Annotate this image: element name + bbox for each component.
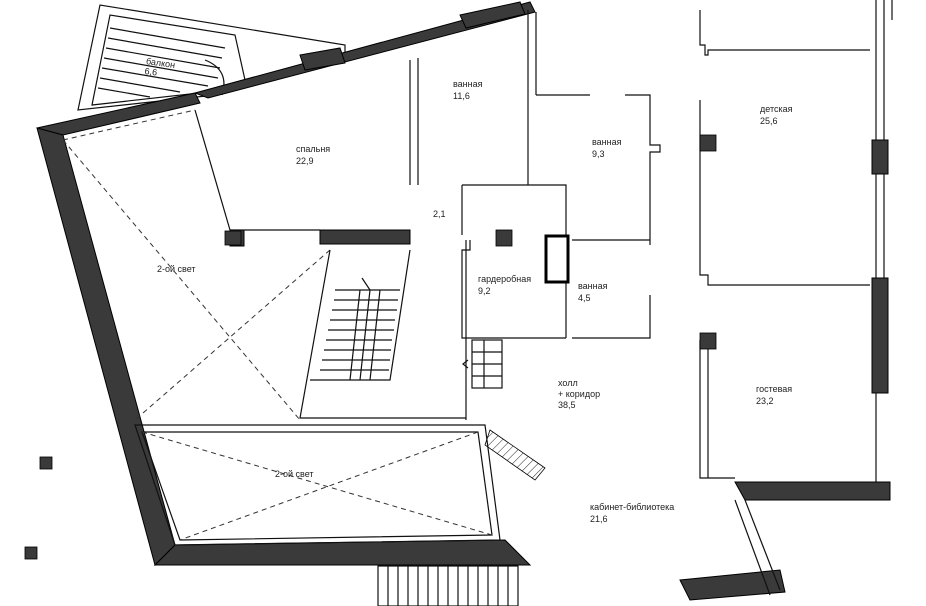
void-upper	[62, 109, 331, 421]
label-hall-area: 38,5	[558, 400, 576, 410]
label-passage-area: 2,1	[433, 209, 446, 219]
bedroom-west-partition	[194, 109, 320, 231]
void-lower-inner	[141, 431, 493, 541]
columns	[24, 134, 717, 560]
wardrobe-north-partition	[462, 184, 567, 240]
void-upper-diagonal-2	[134, 249, 331, 421]
library-east-wall-inner	[744, 499, 781, 591]
label-guest-name: гостевая	[756, 384, 792, 394]
void-upper-edge	[62, 109, 196, 141]
north-wall	[193, 1, 536, 99]
hall-steps-arrow	[462, 359, 469, 369]
staircase	[299, 249, 466, 419]
nursery-west-partition	[699, 100, 870, 286]
east-wall-segment-2	[871, 277, 889, 394]
balcony-steps	[97, 27, 226, 98]
label-hall-name: холл	[558, 378, 578, 388]
bath3-south-partition	[572, 295, 651, 339]
outer-walls	[36, 1, 891, 601]
column-guest	[699, 332, 717, 350]
void-lower	[134, 424, 546, 546]
stair-arrow	[361, 277, 371, 291]
library-south-wall	[679, 569, 786, 601]
column-outside-2	[24, 546, 38, 560]
label-bath3-area: 4,5	[578, 293, 591, 303]
north-wall-block-right	[459, 1, 526, 29]
library-east-wall	[734, 499, 771, 596]
void-lower-outline	[134, 424, 501, 546]
column-nursery	[699, 134, 717, 152]
label-balcony-area: 6,6	[144, 66, 158, 78]
label-wardrobe-area: 9,2	[478, 286, 491, 296]
east-wall-segment-1	[871, 139, 889, 175]
void-lower-diagonal-2	[179, 431, 479, 541]
column-wardrobe	[495, 229, 513, 247]
label-bedroom-name: спальня	[296, 144, 330, 154]
column-outside-1	[39, 456, 53, 470]
label-wardrobe-name: гардеробная	[478, 274, 531, 284]
label-bath3-name: ванная	[578, 281, 608, 291]
void-lower-diagonal-1	[141, 431, 493, 536]
label-nursery-area: 25,6	[760, 116, 778, 126]
label-nursery-name: детская	[760, 104, 793, 114]
label-library-area: 21,6	[590, 514, 608, 524]
label-library-name: кабинет-библиотека	[590, 502, 674, 512]
stair-outline	[299, 249, 466, 419]
column-bedroom	[224, 230, 242, 246]
label-bath2-name: ванная	[592, 137, 622, 147]
label-bath1-area: 11,6	[453, 91, 470, 101]
south-wall	[153, 539, 532, 566]
bath2-east-partition	[625, 94, 661, 245]
chimney-duct	[544, 234, 570, 284]
label-light2-name: 2-ой свет	[275, 469, 314, 479]
label-light1-name: 2-ой свет	[157, 264, 196, 274]
label-guest-area: 23,2	[756, 396, 774, 406]
guest-south-wall	[734, 481, 891, 501]
hall-steps	[462, 339, 503, 389]
void-upper-diagonal-1	[62, 139, 301, 421]
label-bath1-name: ванная	[453, 79, 483, 89]
north-wall-block	[299, 47, 346, 71]
label-balcony-name: балкон	[145, 56, 175, 70]
void-lower-hatch	[484, 429, 546, 481]
west-wall	[36, 127, 176, 566]
label-bath2-area: 9,3	[592, 149, 605, 159]
room-labels: балкон 6,6 спальня 22,9 ванная 11,6 ванн…	[144, 56, 793, 524]
guest-west-partition	[699, 340, 735, 479]
wardrobe-west-partition	[461, 240, 566, 339]
label-bedroom-area: 22,9	[296, 156, 314, 166]
label-hall-name2: + коридор	[558, 389, 600, 399]
nursery-north-partition	[699, 10, 870, 56]
bedroom-south-wall	[319, 229, 411, 245]
stair-inner	[310, 249, 411, 381]
lower-stair	[377, 565, 519, 606]
partitions	[194, 0, 893, 596]
north-wall-left	[36, 92, 201, 136]
